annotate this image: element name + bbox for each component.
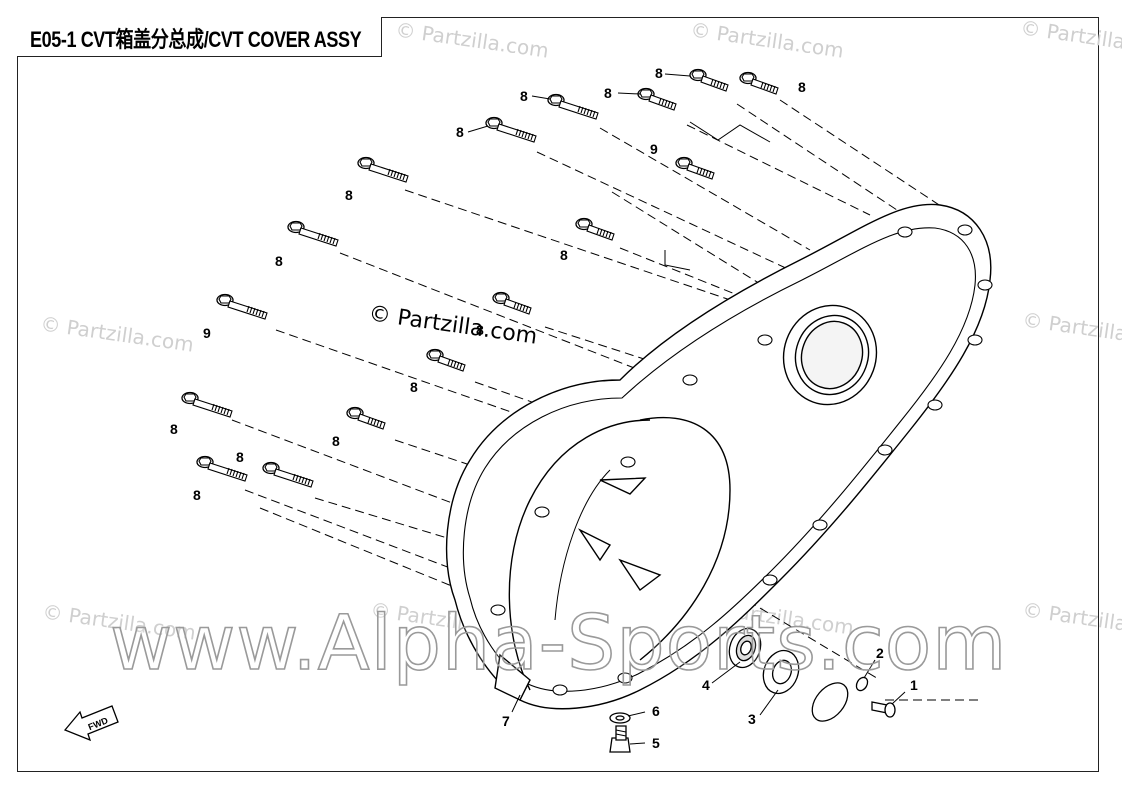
callout-8-label: 8	[604, 85, 612, 101]
callout-4-label: 4	[702, 677, 710, 693]
callout-8-label: 8	[520, 88, 528, 104]
callout-8-label: 8	[193, 487, 201, 503]
callout-8-label: 8	[410, 379, 418, 395]
callout-8-label: 8	[560, 247, 568, 263]
callout-8-label: 8	[456, 124, 464, 140]
title-box	[17, 17, 382, 57]
callout-brackets	[664, 121, 771, 271]
small-parts	[609, 627, 896, 753]
callout-6-label: 6	[652, 703, 660, 719]
callout-8-label: 8	[655, 65, 663, 81]
callout-8-label: 8	[236, 449, 244, 465]
diagram-frame	[17, 17, 1099, 772]
callout-7-label: 7	[502, 713, 510, 729]
callout-leaders	[467, 73, 906, 745]
callout-8-label: 8	[170, 421, 178, 437]
callout-8-label: 8	[476, 322, 484, 338]
callout-9-label: 9	[203, 325, 211, 341]
callout-8-label: 8	[345, 187, 353, 203]
watermark-alpha-sports: www.Alpha-Sports.com	[109, 597, 1008, 688]
forward-direction-arrow-icon: FWD	[63, 705, 119, 742]
callout-8-label: 8	[798, 79, 806, 95]
callout-9-label: 9	[650, 141, 658, 157]
callout-3-label: 3	[748, 711, 756, 727]
callout-8-label: 8	[275, 253, 283, 269]
cvt-cover	[445, 203, 993, 710]
callout-2-label: 2	[876, 645, 884, 661]
page-title: E05-1 CVT箱盖分总成/CVT COVER ASSY	[30, 27, 362, 52]
callout-5-label: 5	[652, 735, 660, 751]
callout-1-label: 1	[910, 677, 918, 693]
callout-8-label: 8	[332, 433, 340, 449]
